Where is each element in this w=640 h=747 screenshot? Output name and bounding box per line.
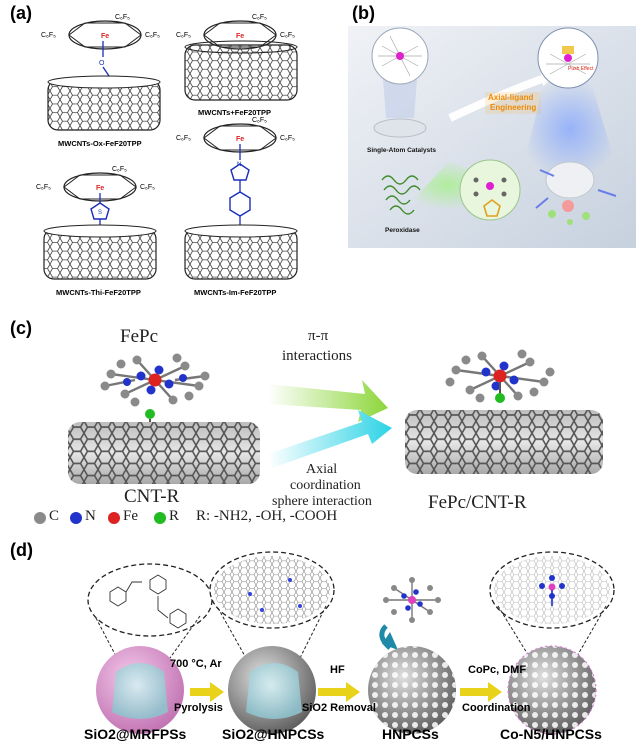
- porphyrin-thi: Fe C₆F₅ C₆F₅ C₆F₅ S: [36, 166, 155, 229]
- svg-text:Fe: Fe: [101, 33, 109, 40]
- label-pi-line2: interactions: [282, 348, 352, 364]
- panel-a-label: (a): [10, 3, 32, 23]
- svg-text:C₆F₅: C₆F₅: [176, 135, 191, 142]
- svg-text:C₆F₅: C₆F₅: [252, 14, 267, 21]
- peroxidase-protein: [381, 175, 421, 215]
- svg-text:Fe: Fe: [96, 185, 104, 192]
- svg-text:C₆F₅: C₆F₅: [252, 117, 267, 124]
- caption-plus: MWCNTs+FeF20TPP: [198, 108, 271, 117]
- step3-line1: CoPc, DMF: [468, 664, 527, 676]
- step2-line2: SiO2 Removal: [302, 702, 376, 714]
- legend-c-label: C: [49, 508, 60, 524]
- panel-c-drawing: [34, 349, 603, 524]
- svg-text:O: O: [99, 60, 105, 67]
- axial-arrow: [268, 410, 392, 468]
- porphyrin-im: Fe C₆F₅ C₆F₅ C₆F₅ N: [176, 117, 295, 230]
- svg-text:C₆F₅: C₆F₅: [115, 14, 130, 21]
- svg-text:C₆F₅: C₆F₅: [36, 184, 51, 191]
- svg-text:C₆F₅: C₆F₅: [140, 184, 155, 191]
- svg-text:Fe: Fe: [236, 136, 244, 143]
- label-axial-line3: sphere interaction: [272, 494, 372, 509]
- svg-text:Fe: Fe: [236, 33, 244, 40]
- legend-n-atom: [70, 512, 82, 524]
- name-hnpcss: HNPCSs: [382, 726, 439, 742]
- label-axial-line2: coordination: [290, 478, 361, 493]
- legend-fe-atom: [108, 512, 120, 524]
- cnt-plus: [184, 44, 298, 101]
- svg-text:C₆F₅: C₆F₅: [145, 32, 160, 39]
- legend-r-label: R: [169, 508, 180, 524]
- panel-a: (a) Fe C₆F₅ C₆F₅ C₆F₅ O Fe C₆F₅ C: [0, 0, 340, 310]
- label-cnt-r: CNT-R: [124, 486, 180, 507]
- panel-c: (c): [0, 318, 640, 533]
- fepc-molecule-left: [100, 353, 210, 407]
- sac-blob: [373, 118, 427, 138]
- legend-n-label: N: [85, 508, 96, 524]
- panel-d-drawing: [87, 551, 615, 735]
- caption-im: MWCNTs-Im-FeF20TPP: [194, 288, 277, 297]
- arrow-coordination: [460, 682, 502, 702]
- legend-r-atom: [154, 512, 166, 524]
- r-group-atom: [145, 409, 155, 419]
- step1-line2: Pyrolysis: [174, 702, 223, 714]
- step3-line2: Coordination: [462, 702, 531, 714]
- svg-text:C₆F₅: C₆F₅: [176, 32, 191, 39]
- label-pi-line1: π-π: [308, 328, 329, 344]
- panel-b: (b) Single-Atom Cat: [340, 0, 640, 310]
- svg-text:C₆F₅: C₆F₅: [112, 166, 127, 173]
- legend-c-atom: [34, 512, 46, 524]
- panel-b-label: (b): [352, 3, 375, 23]
- pi-pi-arrow: [268, 380, 388, 422]
- svg-text:Peroxidase: Peroxidase: [385, 227, 420, 234]
- step2-line1: HF: [330, 664, 345, 676]
- svg-text:S: S: [98, 210, 102, 216]
- label-fepc: FePc: [120, 326, 158, 347]
- panel-a-drawing: Fe C₆F₅ C₆F₅ C₆F₅ O Fe C₆F₅ C₆F₅ C₆F₅ Fe: [36, 14, 298, 280]
- svg-text:Single-Atom Catalysts: Single-Atom Catalysts: [367, 147, 436, 154]
- name-co-n5-hnpcss: Co-N5/HNPCSs: [500, 726, 602, 742]
- svg-text:C₆F₅: C₆F₅: [280, 135, 295, 142]
- arrow-pyrolysis: [190, 682, 224, 702]
- caption-thi: MWCNTs-Thi-FeF20TPP: [56, 288, 141, 297]
- svg-text:C₆F₅: C₆F₅: [41, 32, 56, 39]
- copc-molecule: [383, 577, 441, 623]
- caption-ox: MWCNTs-Ox-FeF20TPP: [58, 139, 142, 148]
- panel-d-label: (d): [10, 540, 33, 560]
- svg-text:Engineering: Engineering: [490, 103, 536, 112]
- svg-text:Push Effect: Push Effect: [568, 66, 594, 72]
- panel-d: (d): [0, 540, 640, 747]
- porphyrin-ox: Fe C₆F₅ C₆F₅ C₆F₅ O: [41, 14, 160, 80]
- legend-fe-label: Fe: [123, 508, 138, 524]
- fepc-molecule-right: [445, 349, 555, 403]
- engineering-arrow: [448, 74, 547, 122]
- svg-text:Axial-ligand: Axial-ligand: [488, 93, 533, 102]
- panel-c-label: (c): [10, 318, 32, 338]
- svg-text:C₆F₅: C₆F₅: [280, 32, 295, 39]
- panel-b-drawing: Single-Atom Catalysts Axial-ligand Engin…: [348, 26, 636, 248]
- catalyst-blob: [545, 161, 595, 199]
- step1-line1: 700 °C, Ar: [170, 658, 222, 670]
- arrow-hf: [318, 682, 360, 702]
- label-axial-line1: Axial: [306, 462, 338, 477]
- name-sio2-mrfpss: SiO2@MRFPSs: [84, 726, 187, 742]
- name-sio2-hnpcss: SiO2@HNPCSs: [222, 726, 325, 742]
- r-groups-label: R: -NH2, -OH, -COOH: [196, 508, 338, 524]
- label-product: FePc/CNT-R: [428, 492, 527, 513]
